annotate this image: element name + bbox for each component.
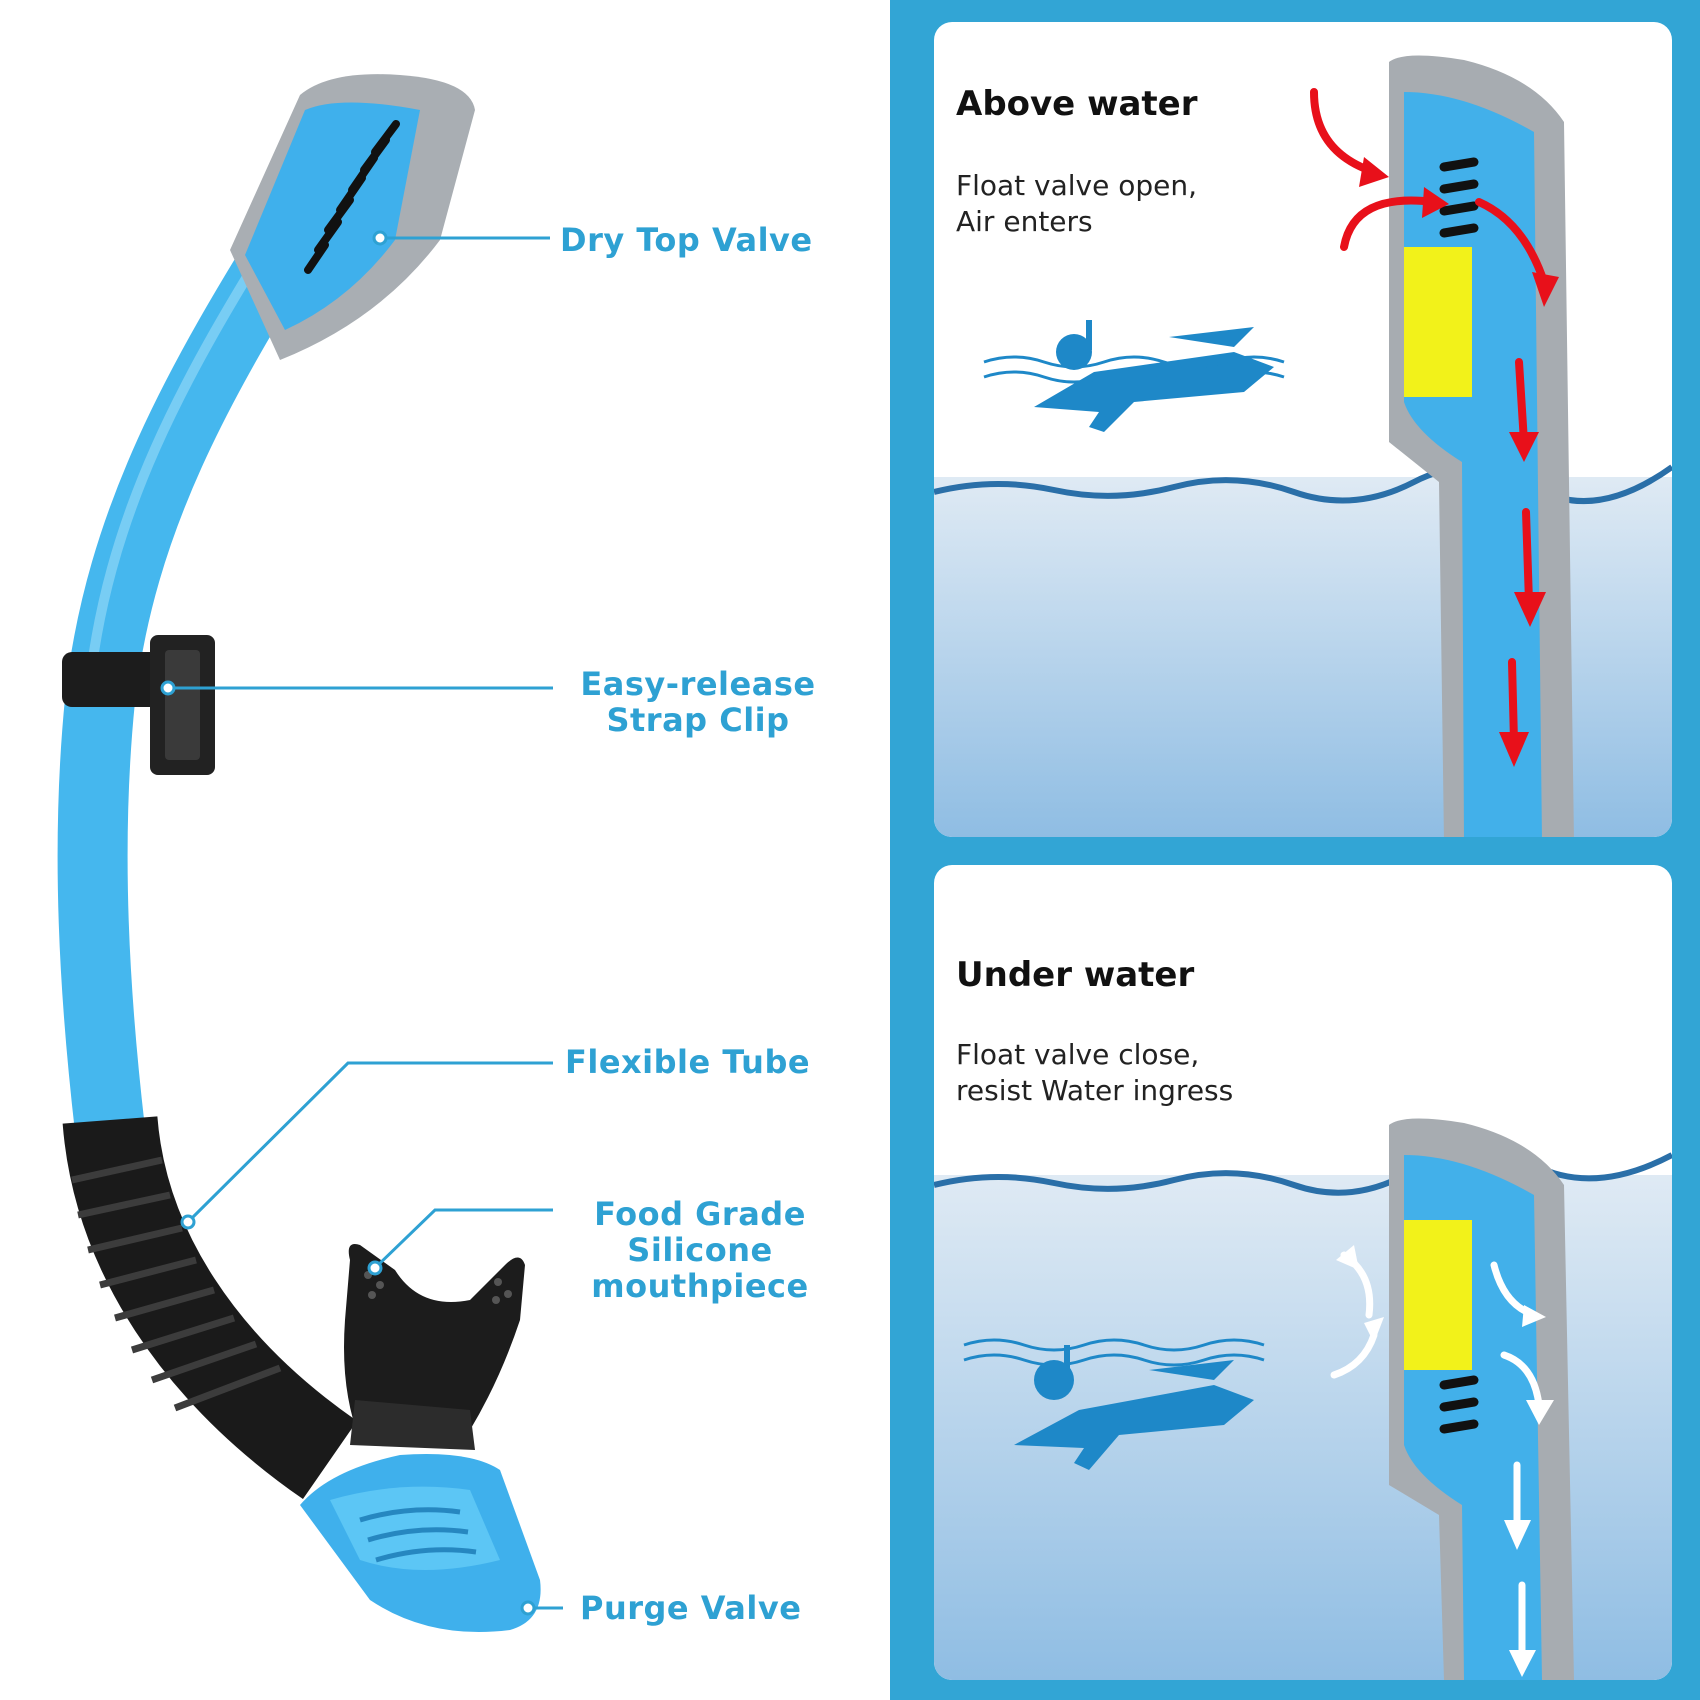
mouthpiece-icon: [344, 1244, 525, 1450]
airflow-arrow-icon: [1310, 88, 1548, 746]
purge-valve-text: Purge Valve: [580, 1589, 802, 1627]
product-diagram: Dry Top Valve Easy-release Strap Clip Fl…: [57, 74, 828, 1632]
under-water-desc-line2: resist Water ingress: [956, 1074, 1234, 1107]
dry-top-valve-icon: [230, 74, 475, 360]
corrugated-section: [62, 1115, 358, 1500]
purge-valve-label: Purge Valve: [580, 1590, 801, 1626]
float-valve-icon: [1404, 1220, 1472, 1370]
under-water-scene: [934, 1118, 1672, 1680]
mouthpiece-line2: Silicone: [627, 1231, 773, 1269]
purge-valve-icon: [300, 1454, 541, 1632]
above-water-scene: [934, 55, 1672, 837]
mouthpiece-line1: Food Grade: [594, 1195, 806, 1233]
flexible-tube-text: Flexible Tube: [565, 1043, 811, 1081]
valve-explainer-frame: Above water Float valve open, Air enters: [890, 0, 1700, 1700]
strap-clip-label: Easy-release Strap Clip: [568, 666, 828, 738]
snorkel-illustration: [57, 74, 563, 1632]
above-water-desc-line2: Air enters: [956, 205, 1093, 238]
mouthpiece-label: Food Grade Silicone mouthpiece: [575, 1196, 825, 1304]
dry-top-valve-text: Dry Top Valve: [560, 221, 813, 259]
above-water-title: Above water: [956, 84, 1198, 124]
snorkeler-icon: [1014, 1345, 1254, 1470]
under-water-panel: Under water Float valve close, resist Wa…: [934, 865, 1672, 1680]
float-valve-icon: [1404, 247, 1472, 397]
above-water-desc: Float valve open, Air enters: [956, 168, 1197, 240]
dry-top-valve-label: Dry Top Valve: [560, 222, 813, 258]
flexible-tube-label: Flexible Tube: [565, 1044, 810, 1080]
under-water-desc-line1: Float valve close,: [956, 1038, 1200, 1071]
snorkeler-icon: [1034, 320, 1274, 432]
under-water-title: Under water: [956, 955, 1195, 995]
strap-clip-line1: Easy-release: [580, 665, 816, 703]
above-water-panel: Above water Float valve open, Air enters: [934, 22, 1672, 837]
strap-clip-icon: [62, 635, 215, 775]
snorkel-head-icon: [1389, 1118, 1574, 1680]
under-water-desc: Float valve close, resist Water ingress: [956, 1037, 1233, 1109]
mouthpiece-line3: mouthpiece: [591, 1267, 809, 1305]
strap-clip-line2: Strap Clip: [606, 701, 790, 739]
above-water-desc-line1: Float valve open,: [956, 169, 1198, 202]
